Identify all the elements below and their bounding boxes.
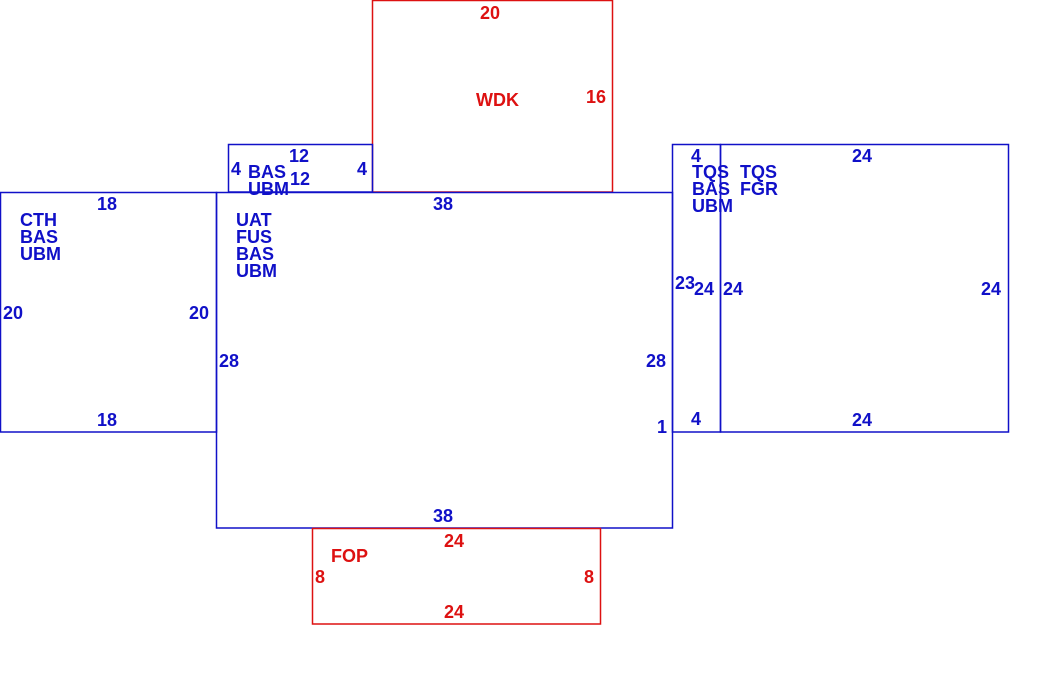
dim-label: 28	[646, 351, 666, 371]
dim-label: 38	[433, 506, 453, 526]
room-tqs-fgr-outline	[719, 143, 1010, 433]
dim-label: 20	[480, 3, 500, 23]
dim-label: 24	[852, 146, 872, 166]
room-uat-outline	[215, 191, 674, 529]
dim-label: 23	[675, 273, 695, 293]
dim-label: 24	[723, 279, 743, 299]
room-fop-name-line: FOP	[331, 546, 368, 566]
room-uat-name-line: UAT	[236, 210, 272, 230]
room-tqs-fgr: TQS FGR 24 24 24 24	[719, 143, 1010, 433]
dim-label: 4	[231, 159, 241, 179]
room-wdk-name-line: WDK	[476, 90, 519, 110]
dim-label: 8	[315, 567, 325, 587]
room-cth-name-line: UBM	[20, 244, 61, 264]
dim-label: 16	[586, 87, 606, 107]
room-cth-name-line: CTH	[20, 210, 57, 230]
room-uat: UAT FUS BAS UBM 38 38 28 28 1	[215, 191, 674, 529]
room-uat-name-line: BAS	[236, 244, 274, 264]
room-wdk: WDK 20 16	[371, 0, 614, 193]
room-uat-name-line: UBM	[236, 261, 277, 281]
room-tqs-narrow: TQS BAS UBM 4 4 23 24	[671, 143, 733, 433]
dim-label: 24	[852, 410, 872, 430]
room-cth-name-line: BAS	[20, 227, 58, 247]
dim-label: 18	[97, 410, 117, 430]
dim-label: 24	[981, 279, 1001, 299]
room-fop-outline	[311, 527, 602, 625]
dim-label: 38	[433, 194, 453, 214]
room-cth: CTH BAS UBM 18 18 20 20	[0, 191, 218, 433]
dim-label: 24	[444, 602, 464, 622]
dim-label: 20	[189, 303, 209, 323]
dim-label: 24	[694, 279, 714, 299]
room-fop: FOP 24 24 8 8	[311, 527, 602, 625]
dim-label: 8	[584, 567, 594, 587]
dim-label: 12	[290, 169, 310, 189]
room-uat-name-line: FUS	[236, 227, 272, 247]
dim-label: 24	[444, 531, 464, 551]
dim-label: 4	[357, 159, 367, 179]
room-tqs-fgr-name-line: FGR	[740, 179, 778, 199]
room-tqs-narrow-name-line: UBM	[692, 196, 733, 216]
dim-label: 28	[219, 351, 239, 371]
dim-label: 1	[657, 417, 667, 437]
room-tqs-fgr-name-line: TQS	[740, 162, 777, 182]
dim-label: 4	[691, 146, 701, 166]
room-bas-small-name-line: BAS	[248, 162, 286, 182]
room-bas-small-name-line: UBM	[248, 179, 289, 199]
room-bas-small: BAS UBM 12 12 4 4	[227, 143, 374, 199]
dim-label: 4	[691, 409, 701, 429]
dim-label: 20	[3, 303, 23, 323]
dim-label: 18	[97, 194, 117, 214]
dim-label: 12	[289, 146, 309, 166]
